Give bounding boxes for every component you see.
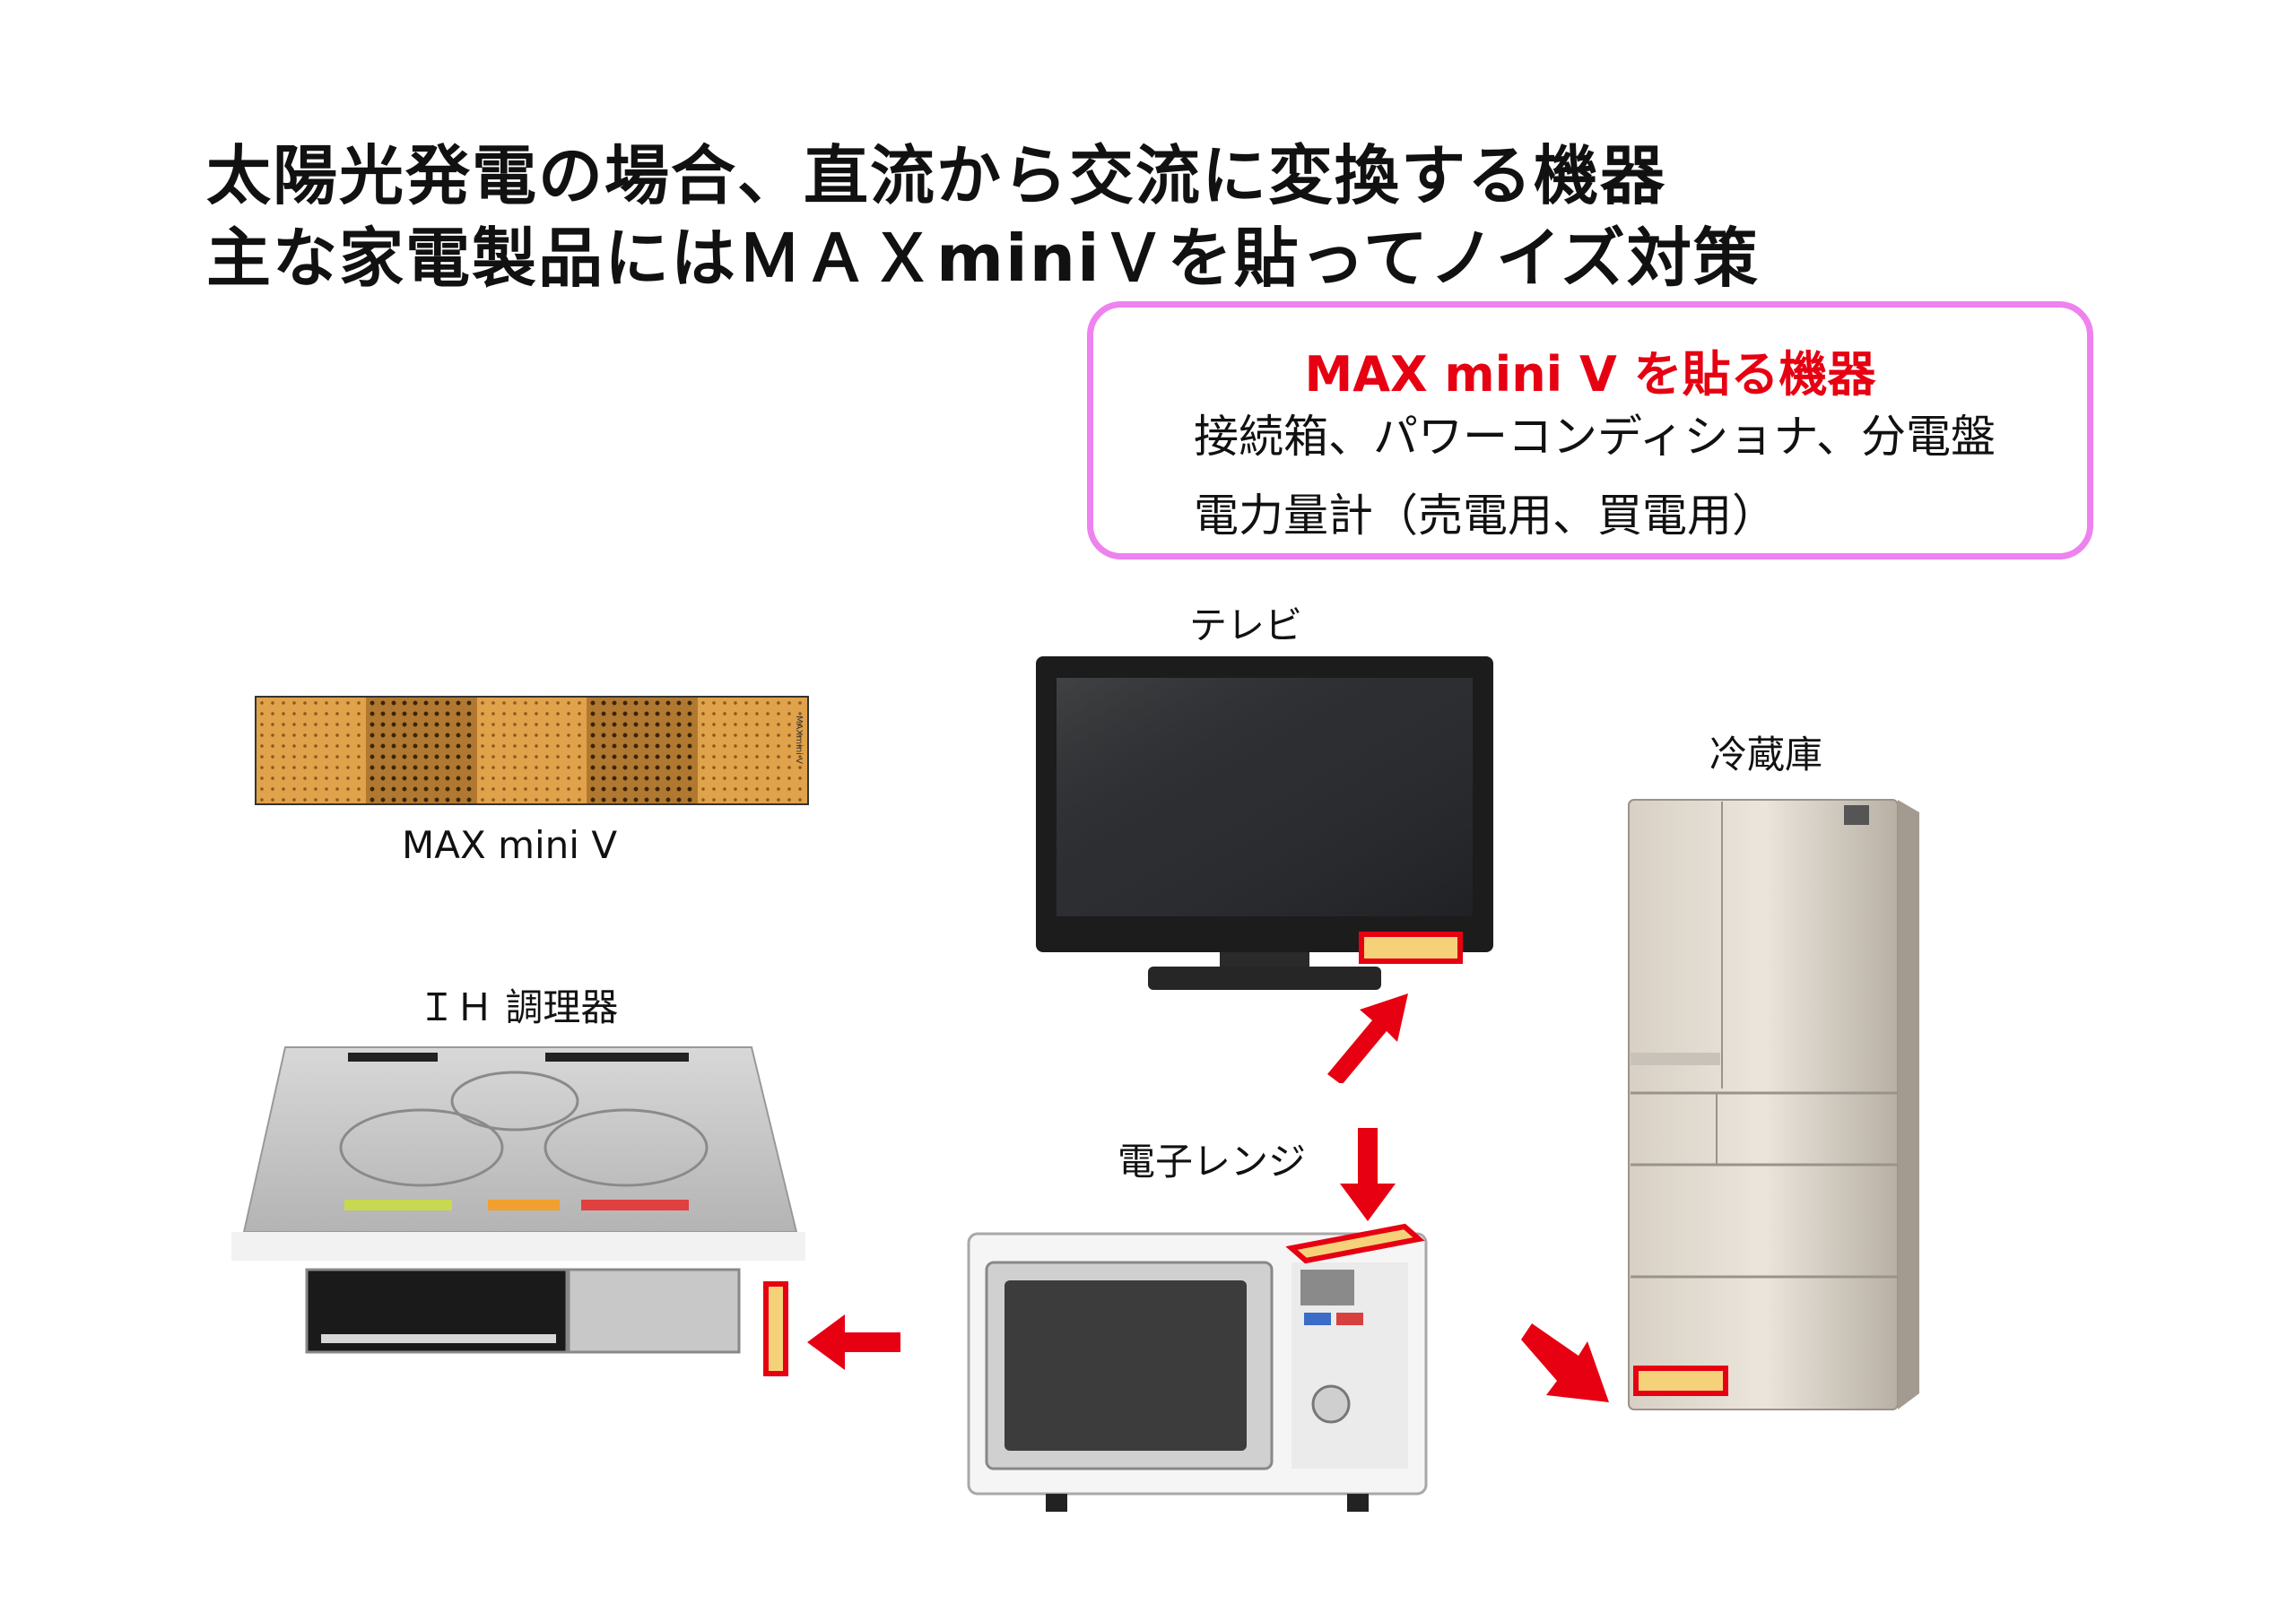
- title-line-2: 主な家電製品にはＭＡＸminiＶを貼ってノイズ対策: [206, 221, 1760, 296]
- callout-line-1: 接続箱、パワーコンディショナ、分電盤: [1194, 411, 1996, 463]
- title-line-1: 太陽光発電の場合、直流から交流に変換する機器: [206, 138, 1667, 213]
- tv-label: テレビ: [1189, 603, 1303, 647]
- strip-tile: [257, 698, 367, 803]
- arrow-to-microwave-icon: [1340, 1128, 1396, 1221]
- callout-line-2: 電力量計（売電用、買電用）: [1194, 490, 1777, 542]
- arrow-to-fridge-icon: [1521, 1323, 1609, 1402]
- tv-max-mini-v-marker: [1359, 932, 1463, 964]
- refrigerator-image: [1628, 799, 1919, 1410]
- ih-counter-edge: [231, 1232, 805, 1261]
- fridge-badge: [1844, 805, 1869, 825]
- microwave-max-mini-v-marker: [1285, 1223, 1425, 1264]
- callout-heading: MAX mini V を貼る機器: [1304, 346, 1876, 403]
- ih-burner: [544, 1108, 709, 1187]
- ih-max-mini-v-marker: [763, 1281, 788, 1376]
- microwave-button: [1304, 1313, 1331, 1325]
- television-image: [1036, 656, 1493, 990]
- tv-screen-glare: [1057, 678, 1473, 916]
- ih-burner: [450, 1071, 579, 1132]
- ih-control-strip: [581, 1200, 689, 1210]
- strip-logo-text: MAXmini V: [794, 716, 804, 764]
- ih-cooker-image: [231, 1046, 805, 1376]
- arrow-to-tv-icon: [1327, 993, 1408, 1083]
- page-title: 太陽光発電の場合、直流から交流に変換する機器 主な家電製品にはＭＡＸminiＶを…: [206, 134, 1760, 299]
- microwave-window: [1004, 1280, 1247, 1451]
- fridge-label: 冷蔵庫: [1709, 733, 1823, 776]
- microwave-label: 電子レンジ: [1118, 1140, 1307, 1184]
- product-label: MAX mini V: [402, 823, 618, 867]
- fridge-max-mini-v-marker: [1633, 1366, 1728, 1396]
- fridge-handle: [1631, 1053, 1720, 1065]
- microwave-foot: [1347, 1494, 1369, 1512]
- ih-grill-handle: [321, 1334, 556, 1343]
- arrow-to-ih-icon: [807, 1314, 900, 1370]
- tv-stand-base: [1148, 967, 1381, 990]
- strip-tile: [477, 698, 587, 803]
- microwave-dial: [1311, 1384, 1351, 1424]
- ih-label: ＩＨ 調理器: [418, 985, 619, 1029]
- ih-burner: [339, 1108, 504, 1187]
- callout-box: MAX mini V を貼る機器 接続箱、パワーコンディショナ、分電盤 電力量計…: [1087, 301, 2093, 559]
- ih-control-strip: [344, 1200, 452, 1210]
- ih-vent: [545, 1053, 689, 1062]
- fridge-body: [1628, 799, 1899, 1410]
- microwave-button: [1336, 1313, 1363, 1325]
- ih-drawer: [567, 1268, 741, 1354]
- ih-vent: [348, 1053, 438, 1062]
- strip-tile: [587, 698, 698, 803]
- tv-neck: [1220, 952, 1309, 970]
- max-mini-v-strip-image: MAXmini V: [255, 696, 809, 805]
- fridge-side: [1898, 800, 1919, 1409]
- microwave-display: [1300, 1270, 1354, 1305]
- microwave-image: [967, 1223, 1428, 1512]
- microwave-foot: [1046, 1494, 1067, 1512]
- ih-control-strip: [488, 1200, 560, 1210]
- strip-tile: [367, 698, 477, 803]
- strip-tile: MAXmini V: [698, 698, 807, 803]
